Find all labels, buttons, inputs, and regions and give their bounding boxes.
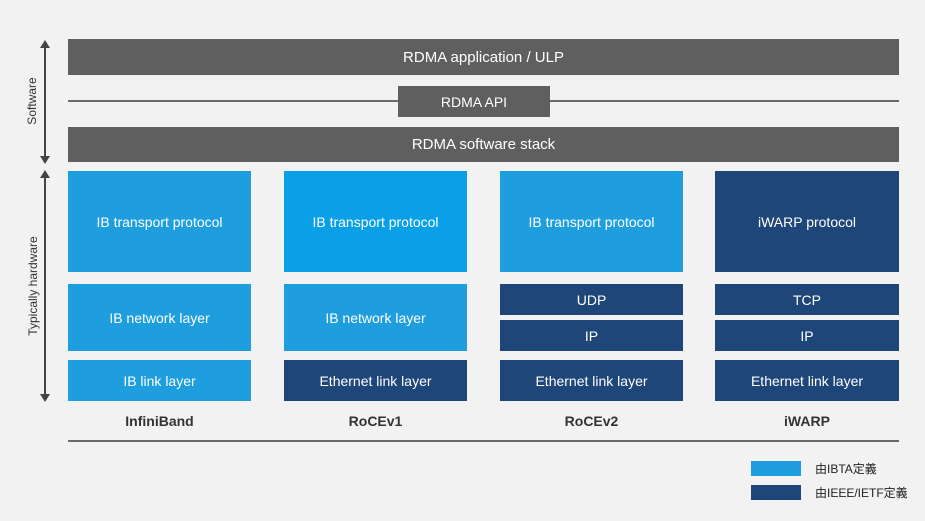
software-side-label: Software [25,77,39,125]
rocev1-network-cell: IB network layer [284,284,467,351]
iwarp-link-cell: Ethernet link layer [715,360,899,401]
api-line-left [68,100,398,102]
rocev1-link-cell: Ethernet link layer [284,360,467,401]
rocev2-transport-cell: IB transport protocol [500,171,683,272]
legend-ibta-label: 由IBTA定義 [815,462,877,476]
rocev1-label: RoCEv1 [348,413,403,429]
hardware-side-label: Typically hardware [26,236,40,336]
legend-ieee-label: 由IEEE/IETF定義 [815,486,908,500]
rocev2-ip-cell: IP [500,320,683,351]
infiniband-transport-cell: IB transport protocol [68,171,251,272]
rocev1-transport-cell: IB transport protocol [284,171,467,272]
bottom-divider [68,440,899,442]
rdma-application-bar: RDMA application / ULP [68,39,899,75]
iwarp-label: iWARP [784,413,830,429]
hardware-axis [39,170,51,402]
rocev2-label: RoCEv2 [564,413,619,429]
rocev2-link-cell: Ethernet link layer [500,360,683,401]
rocev2-udp-cell: UDP [500,284,683,315]
infiniband-label: InfiniBand [125,413,194,429]
api-line-right [550,100,899,102]
hardware-axis-arrow [40,170,50,402]
rdma-api-box: RDMA API [398,86,550,117]
iwarp-tcp-cell: TCP [715,284,899,315]
legend-ieee-swatch [751,485,801,500]
infiniband-network-cell: IB network layer [68,284,251,351]
infiniband-link-cell: IB link layer [68,360,251,401]
legend-ibta-swatch [751,461,801,476]
iwarp-transport-cell: iWARP protocol [715,171,899,272]
software-axis-arrow [40,40,50,164]
rdma-software-stack-bar: RDMA software stack [68,127,899,162]
software-axis [39,40,51,164]
iwarp-ip-cell: IP [715,320,899,351]
